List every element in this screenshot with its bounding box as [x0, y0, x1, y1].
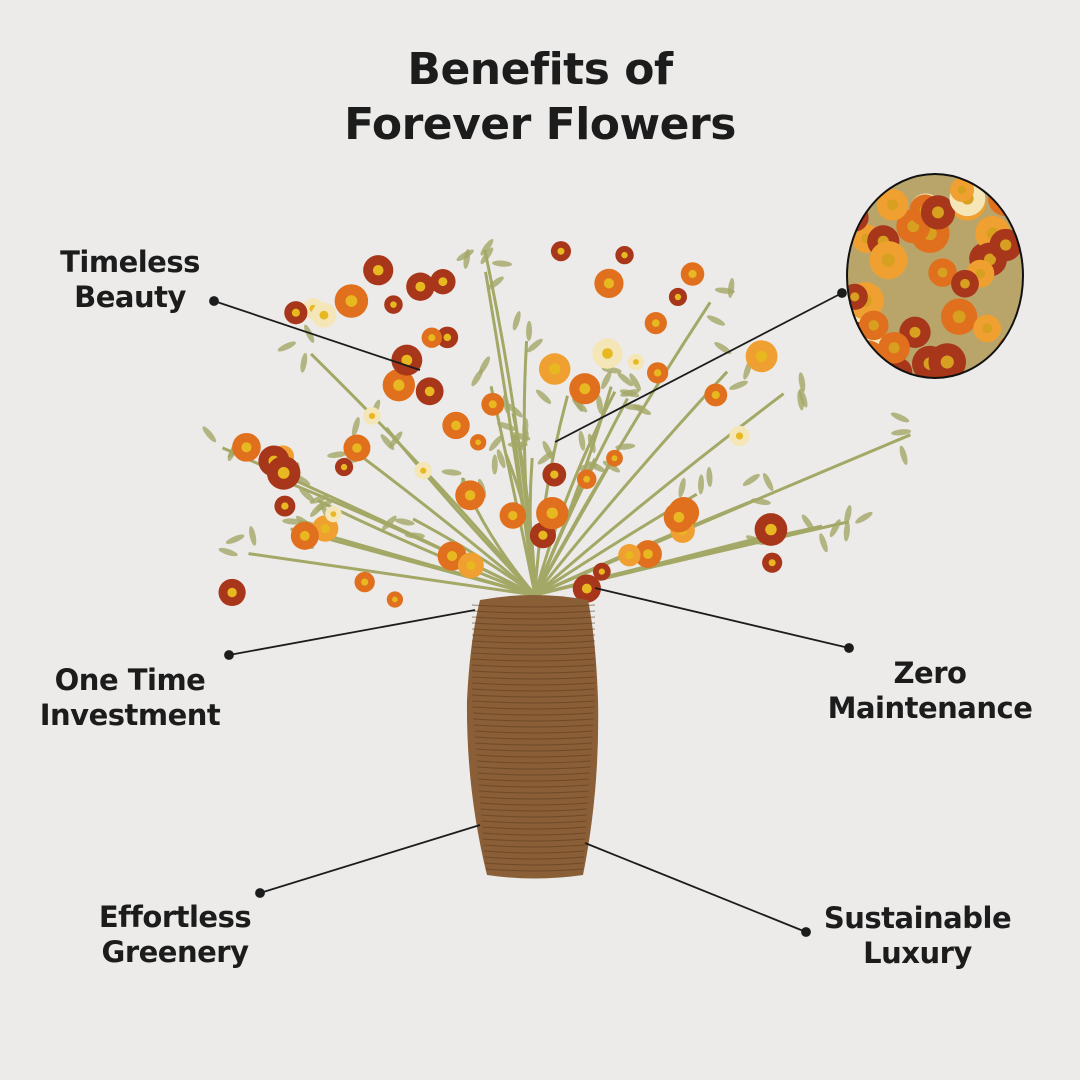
benefit-one-time-investment: One Time Investment: [25, 663, 235, 733]
benefit-effortless-greenery: Effortless Greenery: [75, 900, 275, 970]
benefit-timeless-beauty: Timeless Beauty: [40, 245, 220, 315]
stems: [202, 239, 912, 597]
benefit-line: Investment: [39, 698, 221, 732]
benefit-line: Sustainable: [823, 901, 1012, 935]
title-line-2: Forever Flowers: [344, 99, 736, 150]
benefit-line: Luxury: [863, 936, 972, 970]
callout-lines: [209, 288, 854, 937]
benefit-zero-maintenance: Zero Maintenance: [815, 656, 1045, 726]
benefit-line: One Time: [54, 663, 206, 697]
benefit-line: Beauty: [74, 280, 186, 314]
benefit-line: Timeless: [60, 245, 200, 279]
detail-zoom-circle: [846, 173, 1024, 379]
page-title: Benefits of Forever Flowers: [0, 42, 1080, 152]
title-line-1: Benefits of: [407, 44, 673, 95]
vase: [466, 595, 599, 879]
benefit-line: Greenery: [101, 935, 249, 969]
benefit-line: Zero: [893, 656, 967, 690]
benefit-line: Maintenance: [827, 691, 1033, 725]
flower-blooms: [218, 241, 788, 608]
benefit-line: Effortless: [98, 900, 252, 934]
benefit-sustainable-luxury: Sustainable Luxury: [810, 901, 1025, 971]
